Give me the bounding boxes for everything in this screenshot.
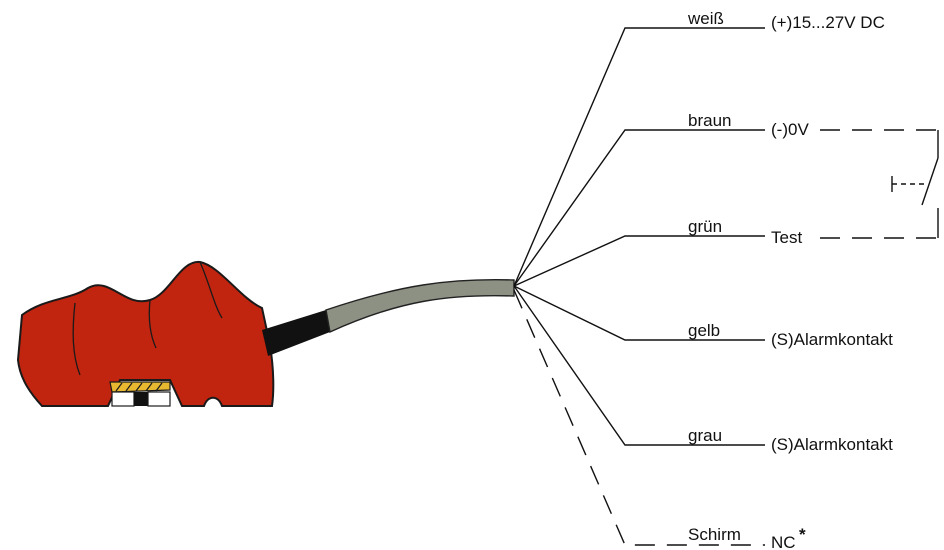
cable-icon: [262, 279, 515, 356]
wire-color-label-yellow: gelb: [688, 321, 720, 340]
test-switch-icon: [820, 129, 939, 239]
wire-signal-label-brown: (-)0V: [771, 120, 809, 139]
wire-signal-label-shield: NC: [771, 533, 796, 550]
wire-signal-label-grey: (S)Alarmkontakt: [771, 435, 893, 454]
wire-signal-label-white: (+)15...27V DC: [771, 13, 885, 32]
wire-color-label-green: grün: [688, 217, 722, 236]
wire-color-label-white: weiß: [687, 9, 724, 28]
wire-signal-label-yellow: (S)Alarmkontakt: [771, 330, 893, 349]
wire-color-label-shield: Schirm: [688, 525, 741, 544]
not-connected-footnote-mark: *: [799, 525, 806, 544]
wire-signal-label-green: Test: [771, 228, 802, 247]
wire-color-label-brown: braun: [688, 111, 731, 130]
wire-color-label-grey: grau: [688, 426, 722, 445]
sensor-housing-icon: [16, 260, 275, 407]
wire-lines: [513, 27, 765, 546]
